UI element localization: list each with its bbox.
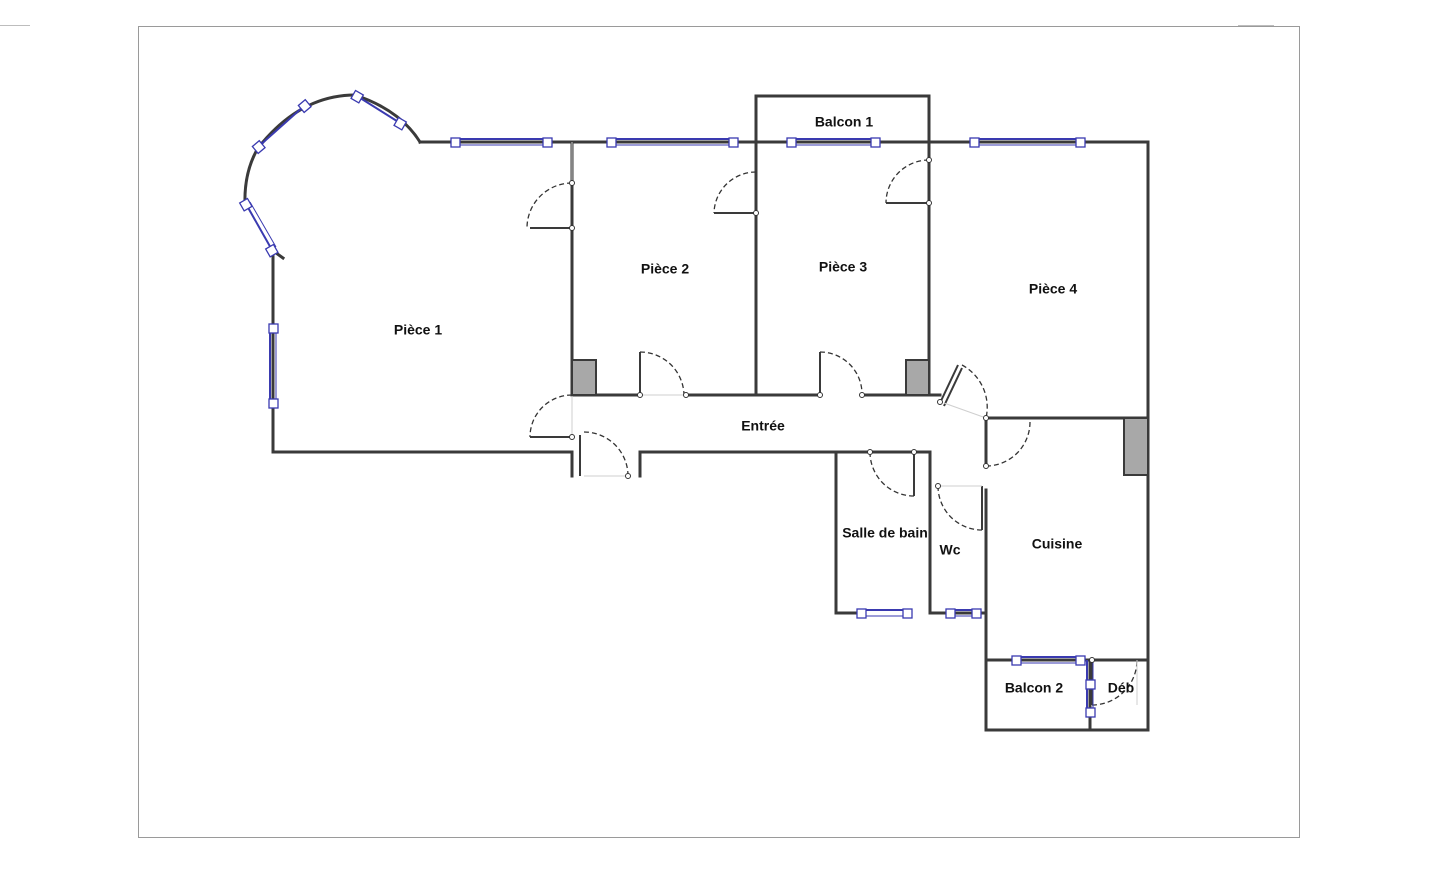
label-salle-de-bain: Salle de bain	[842, 525, 928, 541]
label-piece-3: Pièce 3	[819, 259, 867, 275]
label-wc: Wc	[940, 542, 961, 558]
label-cuisine: Cuisine	[1032, 536, 1083, 552]
sheet-edge-mark-right	[1238, 25, 1274, 26]
shafts	[571, 359, 1149, 476]
label-piece-2: Pièce 2	[641, 261, 689, 277]
sheet-edge-mark-left	[0, 25, 30, 26]
wall-joints	[569, 157, 1095, 663]
drawing-sheet	[138, 26, 1300, 838]
label-balcon-2: Balcon 2	[1005, 680, 1064, 696]
walls	[243, 93, 1150, 732]
label-balcon-1: Balcon 1	[815, 114, 874, 130]
room-labels: Pièce 1 Pièce 2 Pièce 3 Pièce 4 Balcon 1…	[394, 114, 1134, 696]
windows	[245, 95, 1094, 712]
label-piece-1: Pièce 1	[394, 322, 442, 338]
door-openings	[571, 142, 1138, 705]
label-entree: Entrée	[741, 418, 785, 434]
window-nodes	[238, 89, 1096, 718]
label-piece-4: Pièce 4	[1029, 281, 1077, 297]
door-swings	[526, 159, 1138, 706]
label-deb: Déb	[1108, 680, 1134, 696]
